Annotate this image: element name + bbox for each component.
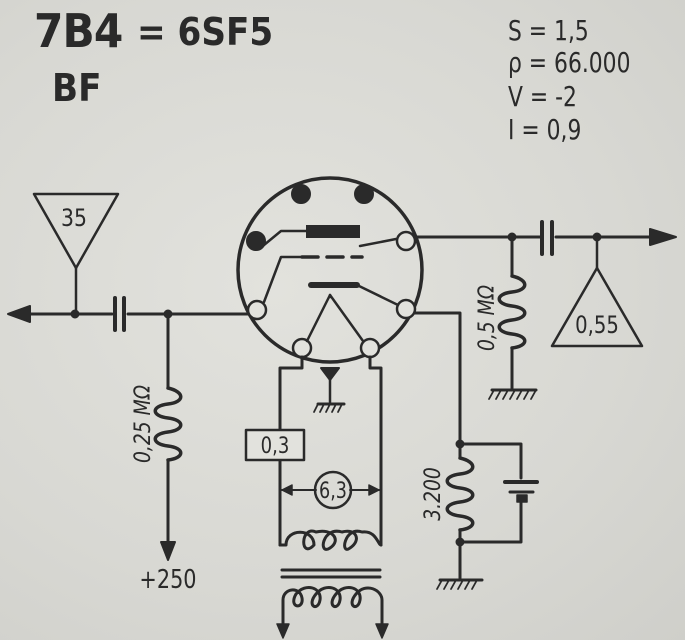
tube-base-cap: [320, 367, 340, 381]
grid-resistor: [153, 386, 183, 462]
cathode-lead: [355, 283, 400, 307]
cathode-resistor: [445, 456, 475, 532]
input-coupling-capacitor: [113, 296, 126, 332]
heater-voltage-circle: [313, 470, 353, 510]
supply-arrow: [160, 541, 176, 561]
param-plate-resistance: ρ = 66.000: [508, 46, 631, 79]
output-level-triangle: [550, 266, 644, 348]
supply-voltage-label: +250: [139, 564, 196, 595]
output-arrow: [649, 228, 677, 246]
pin-grid: [246, 299, 268, 321]
pin-top-left: [291, 184, 311, 204]
output-level-label: 0,55: [575, 312, 619, 339]
param-plate-current: I = 0,9: [508, 113, 582, 146]
plate-resistor: [497, 274, 527, 350]
pin-top-right: [354, 184, 374, 204]
heater-filament: [305, 293, 365, 343]
input-level-triangle: [32, 192, 120, 270]
input-level-label: 35: [61, 204, 87, 232]
cathode-wire: [413, 311, 462, 446]
plate-resistor-label: 0,5 MΩ: [474, 285, 500, 351]
tube-function: BF: [52, 66, 102, 110]
input-arrow: [7, 305, 31, 323]
pin-plate: [395, 230, 417, 252]
pin-heater-left: [291, 337, 313, 359]
grid-resistor-label: 0,25 MΩ: [130, 385, 156, 463]
transformer-core: [280, 568, 382, 579]
param-grid-voltage: V = -2: [508, 80, 577, 113]
plate-electrode: [306, 225, 360, 238]
transformer-secondary: [278, 529, 383, 551]
heater-voltage-label: 6,3: [319, 478, 347, 503]
grid-lead: [262, 255, 304, 304]
tube-code-title: 7B4: [34, 4, 123, 58]
transformer-primary: [281, 585, 384, 609]
plate-coupling-capacitor: [540, 220, 554, 256]
param-transconductance: S = 1,5: [508, 14, 589, 47]
shield-wire: [262, 229, 308, 247]
pin-left-filled: [246, 231, 266, 251]
heater-wire-right: [368, 355, 383, 547]
tube-equivalent: = 6SF5: [137, 10, 274, 54]
heater-current-box: [244, 428, 306, 462]
cathode-resistor-label: 3.200: [420, 467, 446, 521]
plate-lead: [358, 237, 398, 248]
heater-current-label: 0,3: [261, 432, 290, 458]
tube-envelope: [236, 176, 424, 364]
pin-cathode: [395, 298, 417, 320]
